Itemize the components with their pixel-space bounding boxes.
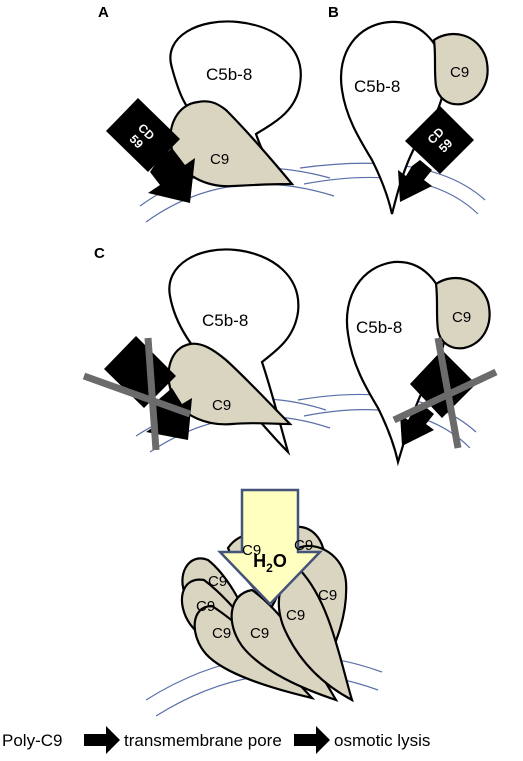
pore-c9-label-8: C9 <box>318 587 337 604</box>
panel-b-label: B <box>328 4 339 21</box>
panel-a-label: A <box>98 4 109 21</box>
panel-c-left-cross-line-2 <box>144 337 160 451</box>
panel-c-right-c9 <box>434 276 491 350</box>
pore-c9-label-7: C9 <box>286 607 305 624</box>
pathway-arrow-2 <box>294 726 330 754</box>
lysis-pathway: Poly-C9 transmembrane pore osmotic lysis <box>2 726 430 754</box>
panel-b-cd59-arrow <box>398 160 432 202</box>
panel-b-c5b8-label: C5b-8 <box>354 77 400 96</box>
pore-c9-label-1: C9 <box>242 542 261 559</box>
panel-c-label: C <box>94 245 105 262</box>
pathway-step-transmembrane-pore: transmembrane pore <box>124 731 282 750</box>
pore-c9-petal-5 <box>277 568 354 703</box>
pore-c9-label-5: C9 <box>212 625 231 642</box>
panel-a-cd59: CD 59 <box>106 98 195 203</box>
panel-c-left-cd59 <box>82 336 192 451</box>
panel-c-left-cd59-block <box>104 336 176 408</box>
panel-b-cd59-block <box>405 106 474 174</box>
water-influx-arrow <box>217 488 323 606</box>
panel-c: C C5b-8 C9 C5b-8 C9 <box>82 245 498 467</box>
panel-a-c5b8-label: C5b-8 <box>206 65 252 84</box>
panel-c-right-cross-line-2 <box>434 337 462 449</box>
pore-c9-label-2: C9 <box>294 537 313 554</box>
pore-c9-label-4: C9 <box>196 598 215 615</box>
pore-c9-label-3: C9 <box>208 573 227 590</box>
panel-a-cd59-block <box>106 98 180 172</box>
panel-c-right-cd59-arrow <box>400 404 434 446</box>
panel-a: A CD 59 C5b-8 C9 <box>98 4 335 223</box>
water-label-h: H <box>253 551 266 571</box>
panel-b-membrane-outer <box>299 162 486 201</box>
pore-c9-label-6: C9 <box>250 625 269 642</box>
panel-c-left-c5b8-label: C5b-8 <box>202 311 248 330</box>
pathway-step-poly-c9: Poly-C9 <box>2 731 62 750</box>
panel-c-right-c5b8-label: C5b-8 <box>356 318 402 337</box>
poly-c9-pore: H2O C9 C9 C9 C9 C9 C9 C9 C9 <box>145 488 383 717</box>
water-label-subscript: 2 <box>266 561 273 575</box>
panel-b-cd59: CD 59 <box>398 106 474 202</box>
panel-c-left-c9 <box>167 342 293 426</box>
panel-c-left-c9-label: C9 <box>212 397 231 414</box>
panel-c-left-cross-line-1 <box>82 372 192 418</box>
panel-c-right-cd59 <box>392 337 498 449</box>
panel-b-c9-label: C9 <box>450 64 469 81</box>
pathway-arrow-1 <box>84 726 120 754</box>
panel-c-right-c9-label: C9 <box>452 309 471 326</box>
panel-b: B CD 59 C5b-8 C9 <box>299 4 489 215</box>
panel-a-cd59-arrow <box>148 148 195 203</box>
panel-a-c9-label: C9 <box>210 151 229 168</box>
panel-b-c9 <box>432 32 489 106</box>
pathway-step-osmotic-lysis: osmotic lysis <box>334 731 430 750</box>
water-label: H2O <box>253 551 287 575</box>
water-label-o: O <box>273 551 287 571</box>
